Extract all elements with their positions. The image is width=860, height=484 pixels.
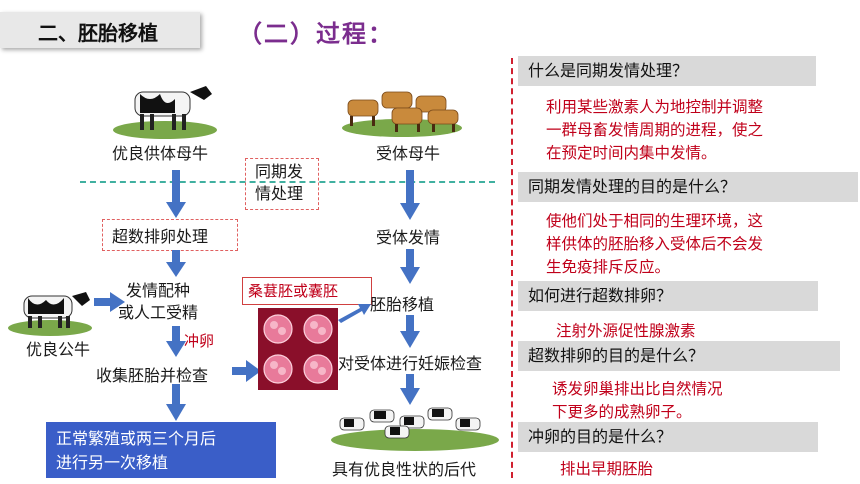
arrow-transfer-down [400,315,420,348]
collect-label: 收集胚胎并检查 [96,366,209,385]
morula-label: 桑葚胚或囊胚 [248,282,339,300]
bull-image [8,292,92,336]
next-transfer-box [46,422,276,478]
divider [511,58,513,478]
arrow-pregnancy-down [400,374,420,405]
donor-cow-image [113,86,217,139]
arrow-superovulation-down [166,250,186,277]
qa-answer-1: 利用某些激素人为地控制并调整 一群母畜发情周期的进程，使之 在预定时间内集中发情… [546,98,764,162]
qa-answer-4: 诱发卵巢排出比自然情况 下更多的成熟卵子。 [552,380,723,421]
offspring-image [331,407,499,451]
qa-question-2: 同期发情处理的目的是什么？ [518,172,858,202]
arrow-collect-down [166,384,186,421]
arrow-recipient-down [400,170,420,220]
section-header [0,12,200,48]
qa-answer-5: 排出早期胚胎 [560,460,654,478]
flushing-label: 冲卵 [184,332,215,350]
arrow-bull-right [94,292,125,312]
qa-question-4: 超数排卵的目的是什么？ [518,341,840,371]
sync-treatment-box [245,158,319,210]
process-title: （二）过程： [238,19,394,48]
transfer-label: 胚胎移植 [370,295,435,314]
arrow-estrus-down [400,249,420,284]
qa-answer-3: 注射外源促性腺激素 [556,322,696,340]
qa-question-1: 什么是同期发情处理？ [518,56,816,86]
recipient-cows-image [342,91,462,137]
qa-question-5: 冲卵的目的是什么？ [518,422,818,452]
arrow-embryo-transfer [338,304,371,323]
arrow-donor-down [166,170,186,218]
qa-question-3: 如何进行超数排卵？ [518,281,818,311]
superovulation-label: 超数排卵处理 [112,227,209,246]
pregnancy-check-label: 对受体进行妊娠检查 [338,354,483,373]
next-transfer-label: 正常繁殖或两三个月后 进行另一次移植 [56,429,217,472]
qa-answer-2: 使他们处于相同的生理环境，这 样供体的胚胎移入受体后不会发 生免疫排斥反应。 [546,212,764,276]
arrow-collect-right [232,360,261,382]
donor-cow-label: 优良供体母牛 [112,144,209,163]
morula-box [242,277,372,305]
section-title: 二、胚胎移植 [38,21,158,45]
arrow-breeding-down [166,326,186,357]
offspring-label: 具有优良性状的后代 [332,460,477,479]
sync-treatment-label: 同期发 情处理 [255,162,304,203]
recipient-estrus-label: 受体发情 [376,228,441,247]
sync-line [80,181,495,183]
embryo-image [258,308,338,390]
recipient-cow-label: 受体母牛 [376,144,441,163]
bull-label: 优良公牛 [26,340,91,359]
superovulation-box [102,219,238,251]
breeding-label: 发情配种 或人工受精 [118,281,199,322]
